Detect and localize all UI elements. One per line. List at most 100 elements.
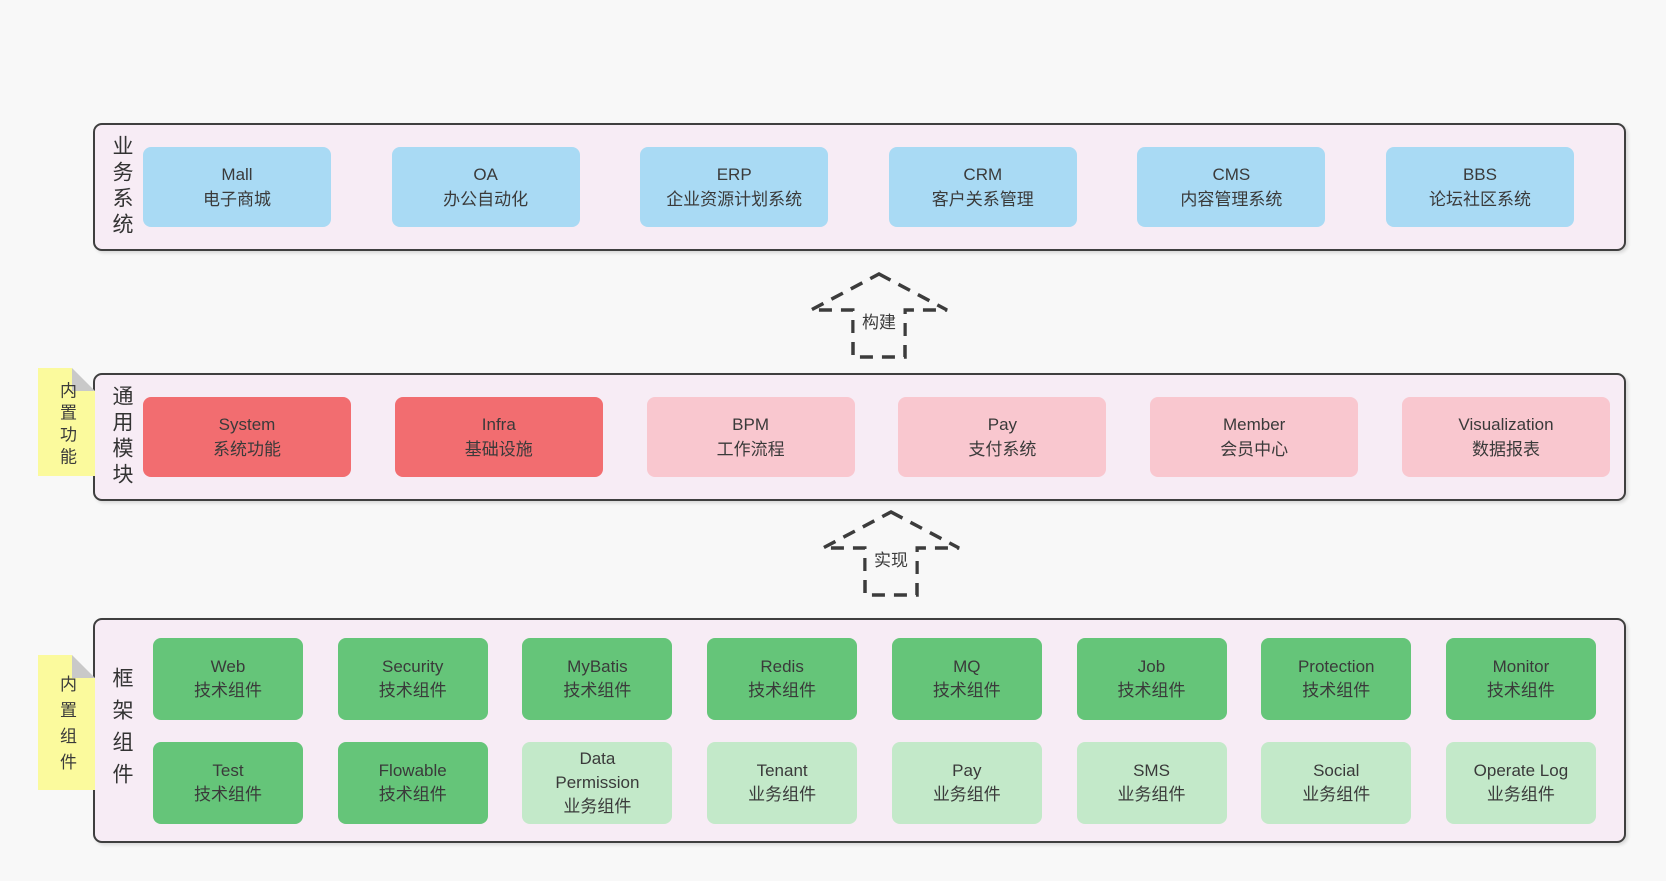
box-subtitle: 技术组件 — [1302, 681, 1371, 700]
box-subtitle: 业务组件 — [932, 785, 1001, 804]
box-title: CMS — [1212, 165, 1251, 184]
box-mybatis: MyBatis 技术组件 — [522, 638, 673, 720]
box-subtitle: 技术组件 — [194, 681, 262, 700]
box-subtitle: 工作流程 — [716, 440, 785, 459]
box-redis: Redis 技术组件 — [707, 638, 858, 720]
box-title: Pay — [952, 761, 982, 780]
sticky-note-builtin-components: 内置组件 — [38, 655, 95, 790]
note-text: 内置功能 — [57, 381, 76, 470]
box-title: Social — [1313, 761, 1360, 780]
box-subtitle: 技术组件 — [378, 681, 447, 700]
box-erp: ERP 企业资源计划系统 — [640, 147, 829, 227]
band-label-framework-components: 框架组件 — [110, 666, 133, 795]
box-title: MyBatis — [567, 657, 628, 676]
box-title: Security — [381, 657, 444, 676]
box-title: Redis — [760, 657, 804, 676]
box-subtitle: 客户关系管理 — [931, 190, 1034, 209]
box-pay: Pay 支付系统 — [898, 397, 1107, 477]
framework-components-rows: Web 技术组件 Security 技术组件 MyBatis 技术组件 Redi… — [95, 620, 1624, 824]
box-subtitle: 支付系统 — [968, 440, 1037, 459]
framework-components-row-1: Web 技术组件 Security 技术组件 MyBatis 技术组件 Redi… — [153, 638, 1596, 720]
box-subtitle: 业务组件 — [1486, 785, 1555, 804]
box-mall: Mall 电子商城 — [143, 147, 331, 227]
box-subtitle: 论坛社区系统 — [1428, 190, 1531, 209]
box-title: Tenant — [756, 761, 808, 780]
box-title: Web — [210, 657, 246, 676]
band-label-business-systems: 业务系统 — [110, 135, 133, 239]
box-subtitle: 技术组件 — [1486, 681, 1555, 700]
box-subtitle: 业务组件 — [1302, 785, 1371, 804]
box-operate-log: Operate Log 业务组件 — [1445, 742, 1596, 824]
box-title: Visualization — [1458, 415, 1554, 434]
box-bpm: BPM 工作流程 — [646, 397, 855, 477]
box-subtitle: 电子商城 — [203, 190, 271, 209]
note-text: 内置组件 — [57, 674, 76, 779]
box-title: Data Permission — [555, 749, 640, 792]
box-title: MQ — [953, 657, 981, 676]
common-modules-row: System 系统功能 Infra 基础设施 BPM 工作流程 Pay 支付系统… — [95, 375, 1624, 499]
box-pay-component: Pay 业务组件 — [891, 742, 1042, 824]
box-test: Test 技术组件 — [153, 742, 303, 824]
box-bbs: BBS 论坛社区系统 — [1385, 147, 1574, 227]
box-title: Flowable — [378, 761, 447, 780]
box-title: OA — [473, 165, 498, 184]
box-flowable: Flowable 技术组件 — [337, 742, 488, 824]
box-title: Infra — [481, 415, 516, 434]
sticky-note-builtin-features: 内置功能 — [38, 368, 95, 476]
implement-arrow-icon: 实现 — [822, 510, 960, 597]
box-oa: OA 办公自动化 — [391, 147, 580, 227]
box-sms: SMS 业务组件 — [1076, 742, 1227, 824]
box-subtitle: 基础设施 — [464, 440, 533, 459]
arrow-label: 构建 — [862, 313, 896, 332]
business-systems-row: Mall 电子商城 OA 办公自动化 ERP 企业资源计划系统 CRM 客户关系… — [95, 125, 1624, 249]
box-subtitle: 技术组件 — [1117, 681, 1186, 700]
box-monitor: Monitor 技术组件 — [1445, 638, 1596, 720]
arrow-label-bg — [866, 545, 916, 574]
box-subtitle: 技术组件 — [378, 785, 447, 804]
box-title: System — [218, 415, 276, 434]
box-security: Security 技术组件 — [337, 638, 488, 720]
box-mq: MQ 技术组件 — [891, 638, 1042, 720]
arrow-label-bg — [854, 307, 904, 336]
box-cms: CMS 内容管理系统 — [1137, 147, 1326, 227]
box-subtitle: 技术组件 — [748, 681, 817, 700]
box-subtitle: 技术组件 — [563, 681, 632, 700]
box-subtitle: 技术组件 — [194, 785, 262, 804]
box-subtitle: 业务组件 — [748, 785, 817, 804]
box-title: BPM — [732, 415, 770, 434]
box-title: SMS — [1133, 761, 1170, 780]
build-arrow-icon: 构建 — [810, 272, 948, 359]
box-infra: Infra 基础设施 — [394, 397, 603, 477]
arrow-label: 实现 — [874, 551, 908, 570]
box-title: Member — [1223, 415, 1286, 434]
box-visualization: Visualization 数据报表 — [1401, 397, 1610, 477]
box-title: Pay — [987, 415, 1018, 434]
box-title: ERP — [716, 165, 752, 184]
box-subtitle: 企业资源计划系统 — [666, 190, 803, 209]
box-title: Test — [212, 761, 244, 780]
box-job: Job 技术组件 — [1076, 638, 1227, 720]
box-protection: Protection 技术组件 — [1261, 638, 1412, 720]
box-system: System 系统功能 — [143, 397, 351, 477]
box-title: Mall — [221, 165, 253, 184]
box-member: Member 会员中心 — [1150, 397, 1359, 477]
common-modules-band: 通用模块 System 系统功能 Infra 基础设施 BPM 工作流程 Pay… — [93, 373, 1626, 501]
box-social: Social 业务组件 — [1261, 742, 1412, 824]
box-subtitle: 数据报表 — [1471, 440, 1540, 459]
framework-components-band: 框架组件 Web 技术组件 Security 技术组件 MyBatis 技术组件… — [93, 618, 1626, 843]
box-title: Job — [1137, 657, 1166, 676]
box-subtitle: 系统功能 — [213, 440, 281, 459]
box-web: Web 技术组件 — [153, 638, 303, 720]
box-title: Operate Log — [1473, 761, 1569, 780]
box-tenant: Tenant 业务组件 — [707, 742, 858, 824]
box-data-permission: Data Permission 业务组件 — [522, 742, 673, 824]
band-label-common-modules: 通用模块 — [110, 385, 133, 489]
framework-components-row-2: Test 技术组件 Flowable 技术组件 Data Permission … — [153, 742, 1596, 824]
box-subtitle: 会员中心 — [1220, 440, 1289, 459]
box-title: Protection — [1297, 657, 1375, 676]
box-title: BBS — [1462, 165, 1497, 184]
box-subtitle: 技术组件 — [932, 681, 1001, 700]
box-subtitle: 办公自动化 — [443, 190, 529, 209]
box-crm: CRM 客户关系管理 — [888, 147, 1077, 227]
